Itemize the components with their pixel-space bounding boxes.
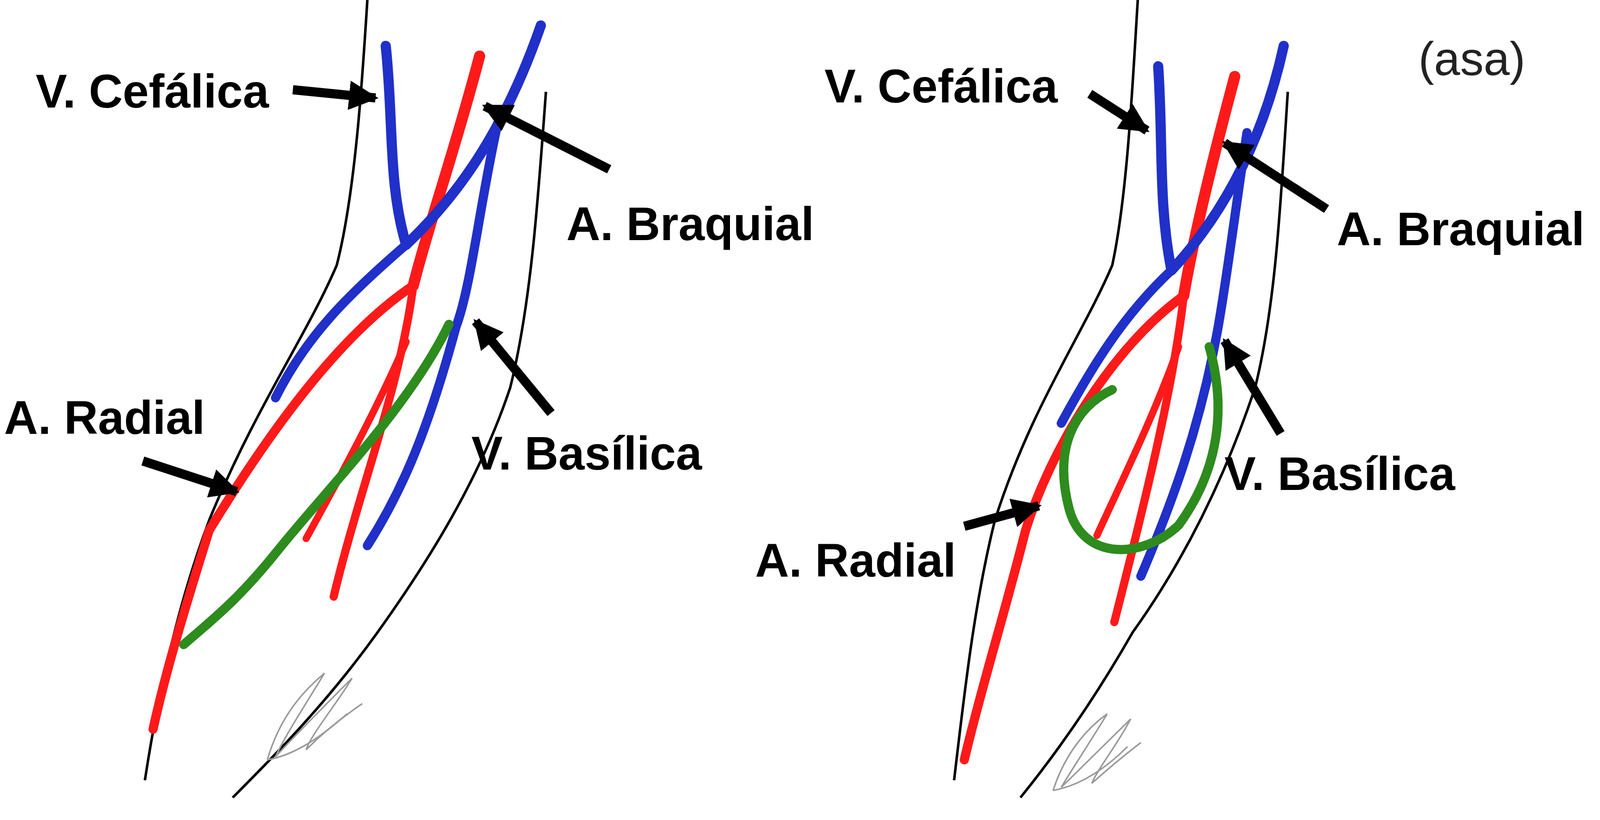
vessel-label: A. Braquial <box>566 197 814 252</box>
signature <box>267 673 1141 791</box>
vessel-label: A. Radial <box>755 534 956 589</box>
vessel-label: V. Cefálica <box>824 59 1058 114</box>
arm-outline <box>144 0 546 799</box>
vessel-label: V. Basílica <box>1224 447 1455 502</box>
vessels <box>153 25 541 730</box>
arm-outline <box>953 0 1288 799</box>
vessel-label: V. Basílica <box>471 427 703 481</box>
vessel-label: V. Cefálica <box>35 64 269 119</box>
leader-arrow <box>142 89 1327 527</box>
vessel-label: A. Braquial <box>1336 202 1585 257</box>
vessel-label: A. Radial <box>4 391 205 446</box>
figure-note: (asa) <box>1418 32 1526 86</box>
